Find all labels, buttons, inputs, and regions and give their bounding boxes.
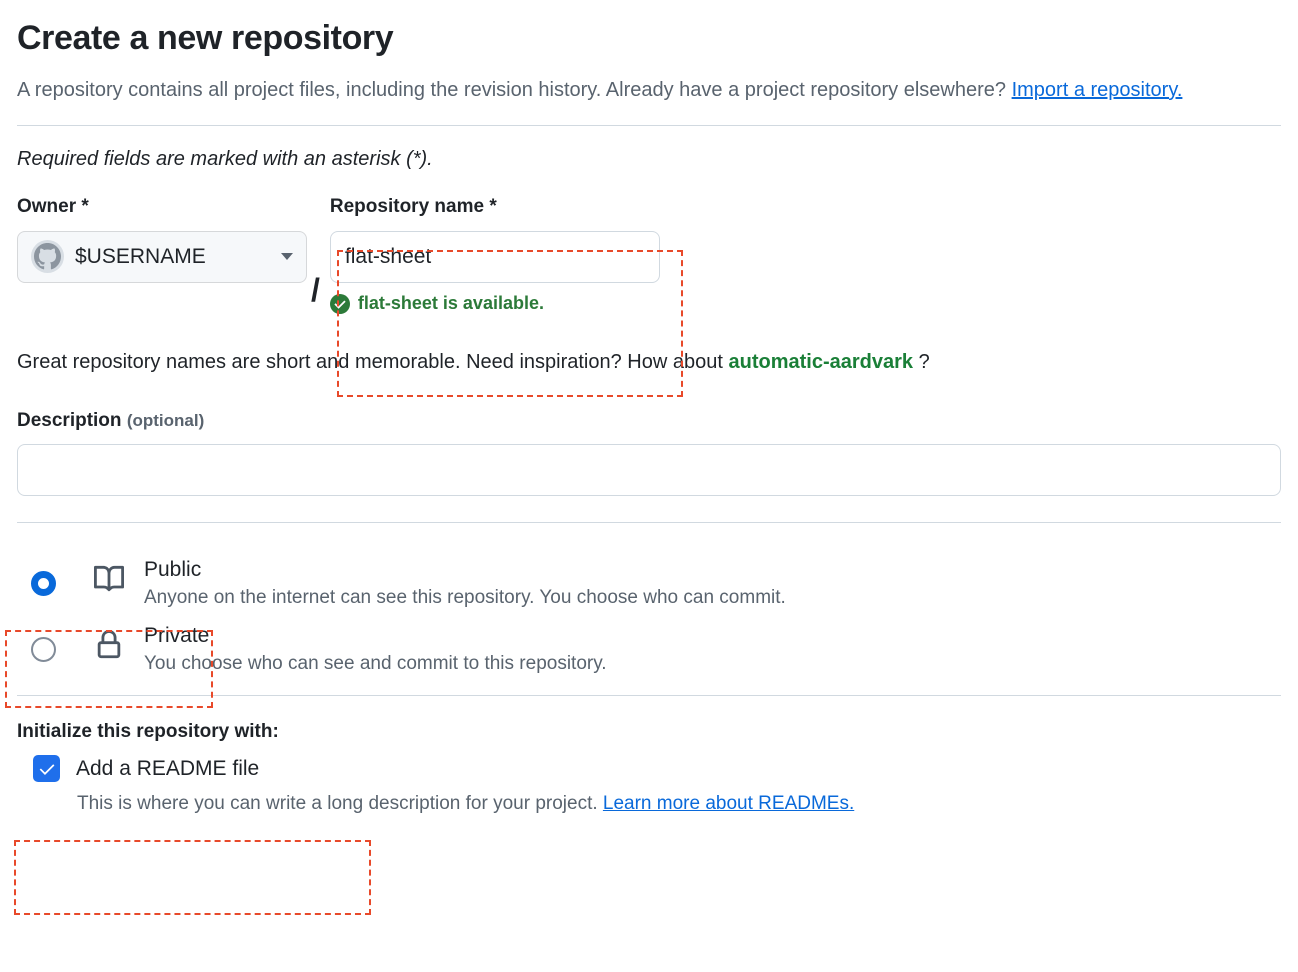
readme-help-text-body: This is where you can write a long descr… xyxy=(77,793,603,815)
lock-icon xyxy=(92,629,126,660)
radio-public[interactable] xyxy=(31,570,56,596)
suggestion-prefix: Great repository names are short and mem… xyxy=(17,350,729,373)
owner-field: Owner * $USERNAME xyxy=(17,195,307,283)
divider-top xyxy=(17,124,1281,126)
visibility-private-text: Private You choose who can see and commi… xyxy=(144,617,607,677)
required-fields-note: Required fields are marked with an aster… xyxy=(17,147,433,170)
visibility-option-private[interactable]: Private You choose who can see and commi… xyxy=(17,617,1281,677)
radio-private[interactable] xyxy=(31,636,56,662)
repository-name-suggestion: Great repository names are short and mem… xyxy=(17,350,1281,374)
chevron-down-icon xyxy=(281,253,293,261)
divider-visibility xyxy=(17,694,1281,696)
repo-book-icon xyxy=(92,564,126,594)
visibility-public-title: Public xyxy=(144,557,202,581)
owner-label: Owner * xyxy=(17,195,89,217)
repository-availability-text: flat-sheet is available. xyxy=(357,292,544,313)
learn-more-readmes-link[interactable]: Learn more about READMEs. xyxy=(602,793,855,815)
initialize-title: Initialize this repository with: xyxy=(17,720,279,742)
initialize-readme-highlight xyxy=(14,840,371,915)
readme-checkbox-row[interactable]: Add a README file xyxy=(17,755,1281,783)
description-optional-tag: (optional) xyxy=(126,410,205,430)
readme-help-text: This is where you can write a long descr… xyxy=(77,792,1281,817)
create-repository-page: Create a new repository A repository con… xyxy=(5,19,1281,915)
description-label-text: Description xyxy=(17,409,122,431)
visibility-option-public[interactable]: Public Anyone on the internet can see th… xyxy=(17,551,1281,611)
owner-select-button[interactable]: $USERNAME xyxy=(17,230,307,283)
description-field: Description (optional) xyxy=(17,410,1281,496)
owner-repo-separator: / xyxy=(311,271,320,308)
checkbox-add-readme[interactable] xyxy=(33,755,60,783)
visibility-private-title: Private xyxy=(144,623,210,647)
description-input[interactable] xyxy=(17,443,1281,496)
page-description-text: A repository contains all project files,… xyxy=(17,78,1012,101)
repository-name-label: Repository name * xyxy=(329,195,497,217)
divider-description xyxy=(17,521,1281,523)
github-octocat-avatar-icon xyxy=(31,240,64,274)
owner-repo-row: Owner * $USERNAME / Repository name * xyxy=(17,195,1281,314)
repository-name-field: Repository name * flat-sheet is availabl… xyxy=(329,195,660,314)
suggestion-suffix: ? xyxy=(913,350,930,373)
visibility-public-subtitle: Anyone on the internet can see this repo… xyxy=(144,586,786,608)
visibility-public-text: Public Anyone on the internet can see th… xyxy=(144,551,786,611)
import-repository-link[interactable]: Import a repository. xyxy=(1011,78,1183,101)
description-label: Description (optional) xyxy=(17,410,1281,432)
page-description: A repository contains all project files,… xyxy=(17,71,1187,109)
page-title: Create a new repository xyxy=(17,19,394,57)
check-icon xyxy=(39,764,54,775)
visibility-private-subtitle: You choose who can see and commit to thi… xyxy=(144,652,607,674)
repository-availability-status: flat-sheet is available. xyxy=(329,292,660,314)
check-circle-fill-icon xyxy=(329,293,350,314)
suggested-name[interactable]: automatic-aardvark xyxy=(728,350,914,373)
readme-checkbox-label: Add a README file xyxy=(76,757,260,781)
visibility-options: Public Anyone on the internet can see th… xyxy=(17,551,1281,677)
initialize-section: Initialize this repository with: Add a R… xyxy=(17,720,1281,818)
repository-name-input[interactable] xyxy=(329,230,660,283)
owner-name-value: $USERNAME xyxy=(75,244,206,268)
